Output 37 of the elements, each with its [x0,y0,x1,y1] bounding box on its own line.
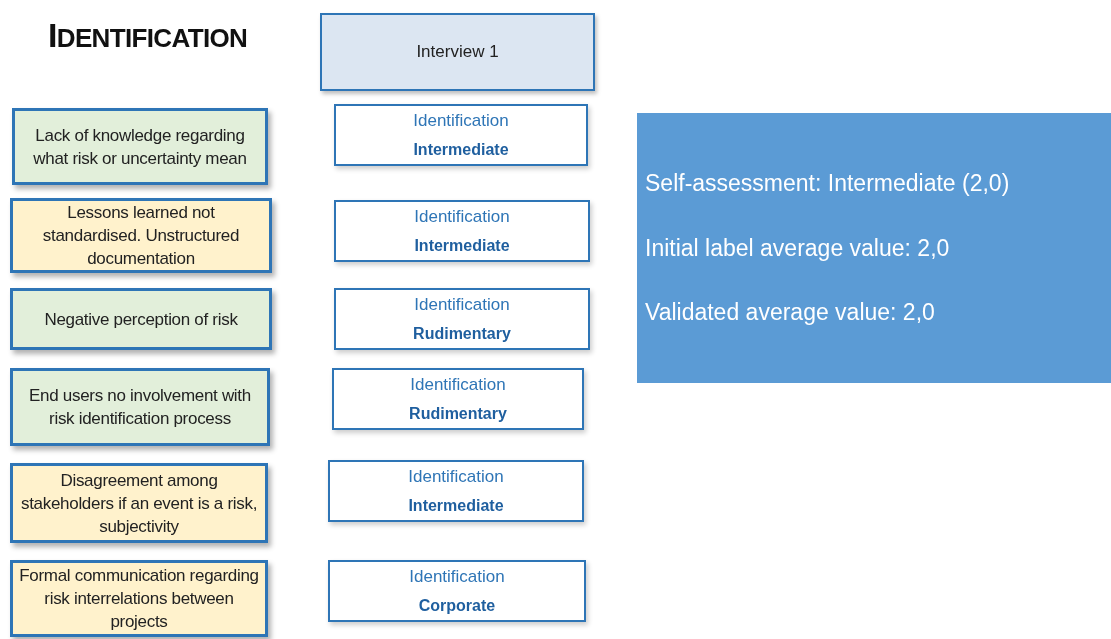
issue-text: Formal communication regarding risk interrelations between projects [19,565,259,633]
maturity-level: Rudimentary [409,404,507,424]
category-label: Identification [414,294,510,316]
issue-text: Disagreement among stakeholders if an event is a risk, subjectivity [19,469,259,538]
issue-box [10,463,268,543]
maturity-level: Corporate [418,596,496,616]
issue-box [10,288,272,350]
header-label: Interview 1 [416,41,499,64]
category-label: Identification [408,466,504,488]
maturity-level: Rudimentary [413,324,511,344]
category-label: Identification [413,110,509,132]
maturity-box [334,104,588,166]
category-label: Identification [414,206,510,228]
issue-box [12,108,268,185]
category-label: Identification [409,566,505,588]
maturity-box [334,200,590,262]
issue-text: Lessons learned not standardised. Unstructured documentation [41,202,241,270]
category-label: Identification [410,374,506,396]
issue-text: Negative perception of risk [44,308,238,331]
title: IDENTIFICATION [48,15,248,56]
summary-line: Self-assessment: Intermediate (2,0) [645,169,1011,199]
issue-box [10,560,268,637]
maturity-box [328,560,586,622]
issue-text: End users no involvement with risk identification process [28,385,252,430]
issue-text: Lack of knowledge regarding what risk or uncertainty mean [32,124,248,170]
maturity-level: Intermediate [408,496,504,516]
issue-box [10,368,270,446]
summary-panel [637,113,1111,383]
maturity-box [328,460,584,522]
maturity-level: Intermediate [413,140,509,160]
header-box [320,13,595,91]
maturity-level: Intermediate [414,236,510,256]
summary-line: Initial label average value: 2,0 [645,233,951,263]
maturity-box [332,368,584,430]
summary-line: Validated average value: 2,0 [645,298,936,328]
maturity-box [334,288,590,350]
issue-box [10,198,272,273]
